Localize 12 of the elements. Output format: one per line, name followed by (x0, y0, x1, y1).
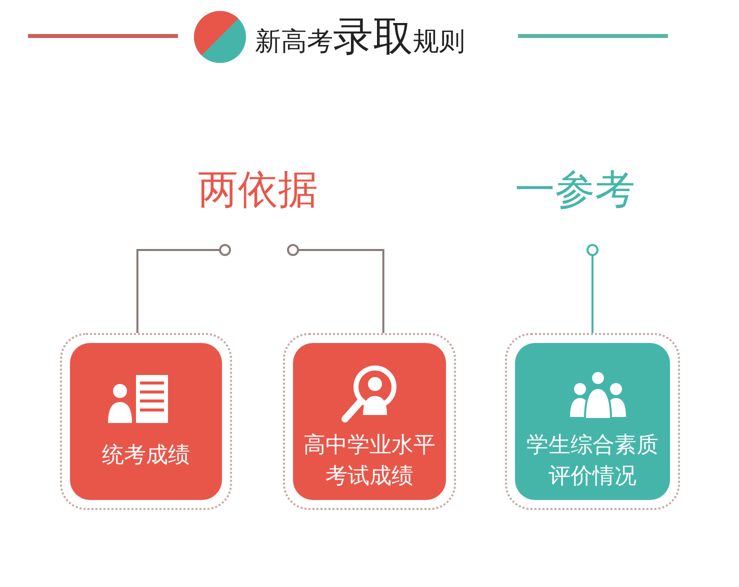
card-label: 统考成绩 (101, 442, 191, 470)
card-label: 学生综合素质评价情况 (526, 432, 660, 491)
heading: 两依据 (197, 166, 319, 215)
dotted-frame (60, 333, 232, 510)
card-label: 高中学业水平考试成绩 (302, 432, 436, 491)
dotted-frame (505, 333, 680, 510)
title: 新高考录取规则 (255, 13, 465, 62)
connector-line (287, 244, 384, 333)
connector-line (586, 244, 598, 333)
connector-line (136, 244, 231, 333)
heading: 一参考 (514, 166, 636, 215)
dotted-frame (283, 333, 456, 510)
